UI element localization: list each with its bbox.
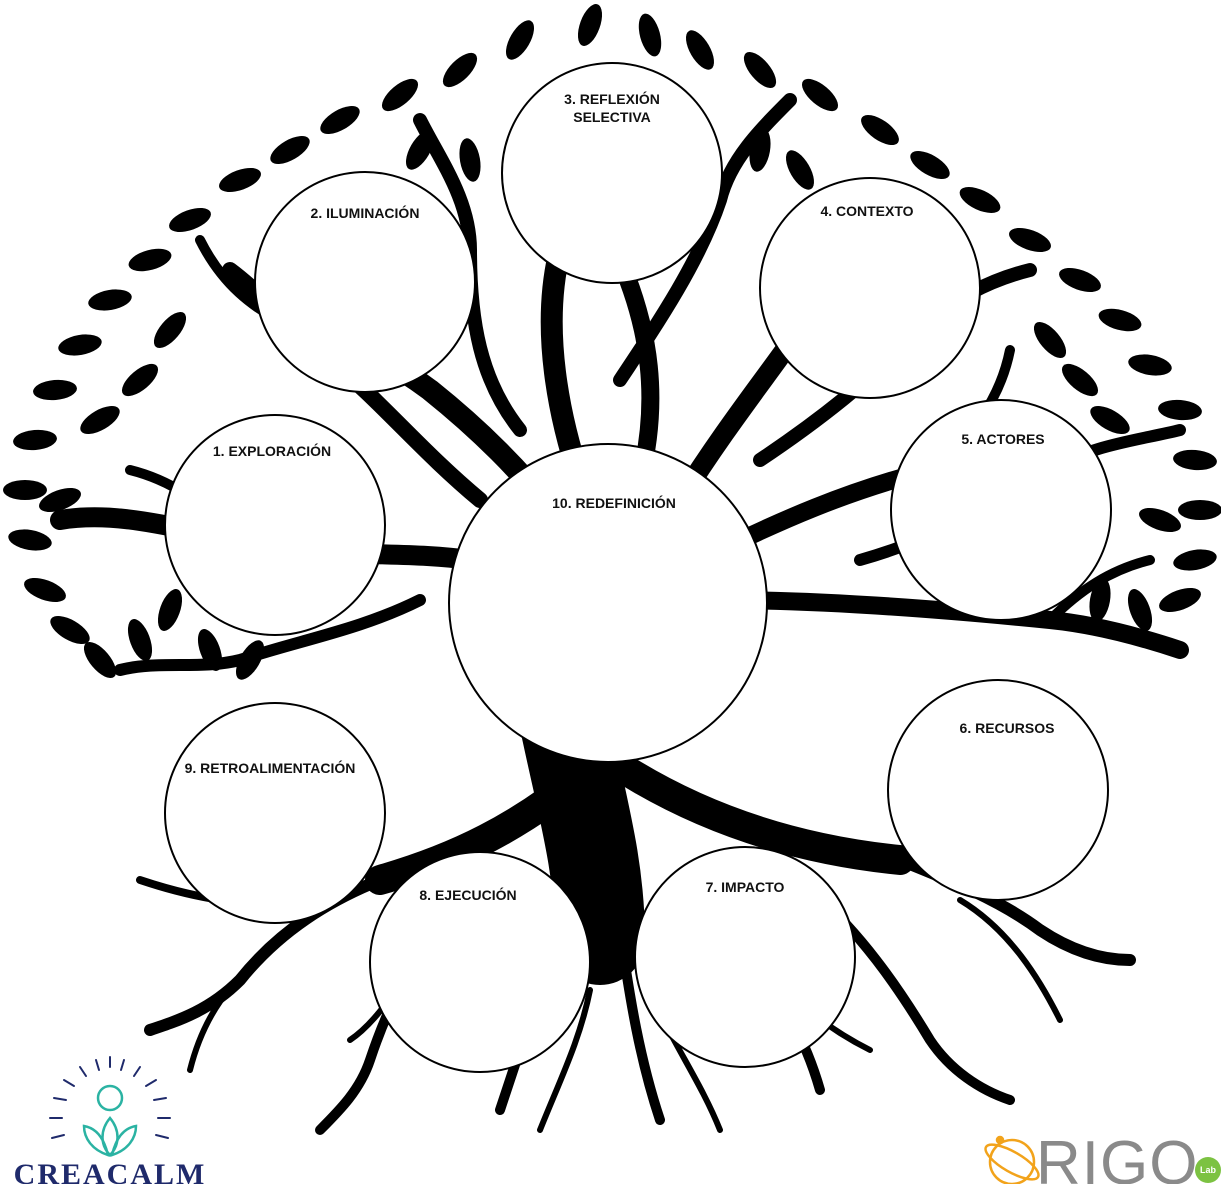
node-label: 6. RECURSOS xyxy=(960,720,1055,736)
node-label: 4. CONTEXTO xyxy=(820,203,913,219)
node-label-line1: 3. REFLEXIÓN xyxy=(564,90,660,107)
node-label: 1. EXPLORACIÓN xyxy=(213,442,331,459)
sunburst-icon xyxy=(49,1056,171,1139)
node-impacto: 7. IMPACTO xyxy=(634,846,856,1068)
node-actores: 5. ACTORES xyxy=(890,399,1112,621)
lab-badge-text: Lab xyxy=(1200,1165,1217,1175)
lab-badge-icon xyxy=(1195,1157,1221,1183)
node-redefinicion: 10. REDEFINICIÓN xyxy=(448,443,768,763)
creacalm-logo-text: CREACALM xyxy=(14,1158,207,1184)
node-label: 2. ILUMINACIÓN xyxy=(311,204,420,221)
node-iluminacion: 2. ILUMINACIÓN xyxy=(254,171,476,393)
node-ejecucion: 8. EJECUCIÓN xyxy=(369,851,591,1073)
node-reflexion-selectiva: 3. REFLEXIÓN SELECTIVA xyxy=(501,62,723,284)
node-label: 10. REDEFINICIÓN xyxy=(552,494,676,511)
atom-o-icon xyxy=(984,1135,1040,1184)
origo-logo: RIGO Lab xyxy=(984,1129,1221,1184)
origo-logo-text: RIGO xyxy=(1036,1129,1198,1184)
node-label: 5. ACTORES xyxy=(961,431,1044,447)
node-recursos: 6. RECURSOS xyxy=(887,679,1109,901)
creacalm-logo: CREACALM xyxy=(14,1056,207,1184)
node-retroalimentacion: 9. RETROALIMENTACIÓN xyxy=(164,702,386,924)
tree-leaves xyxy=(3,4,1221,680)
node-contexto: 4. CONTEXTO xyxy=(759,177,981,399)
lotus-person-icon xyxy=(82,1084,138,1157)
node-label-line2: SELECTIVA xyxy=(573,109,651,125)
node-label: 8. EJECUCIÓN xyxy=(419,886,516,903)
node-label: 7. IMPACTO xyxy=(706,879,785,895)
node-exploracion: 1. EXPLORACIÓN xyxy=(164,414,386,636)
diagram-nodes: 1. EXPLORACIÓN 2. ILUMINACIÓN 3. REFLEXI… xyxy=(164,62,1112,1073)
node-label: 9. RETROALIMENTACIÓN xyxy=(185,759,356,776)
